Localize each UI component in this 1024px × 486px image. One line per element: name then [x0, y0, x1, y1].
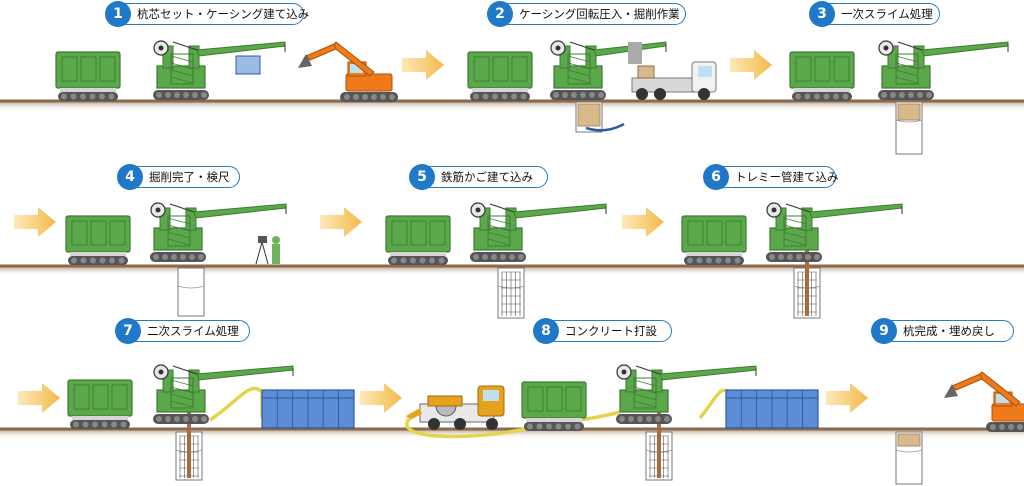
step-number-7: 7	[115, 318, 141, 344]
generator-icon	[55, 51, 121, 101]
step-text-2: ケーシング回転圧入・掘削作業	[519, 7, 680, 21]
truck-icon	[628, 42, 717, 100]
ground-fill-3	[0, 429, 1024, 439]
surveyor-icon	[255, 236, 280, 265]
step-label-5: 5 鉄筋かご建て込み	[409, 164, 548, 190]
flow-arrow-icon	[360, 383, 402, 413]
ground-fill-1	[0, 101, 1024, 111]
step-label-3: 3 一次スライム処理	[809, 1, 940, 27]
casing-icon	[235, 55, 261, 75]
step-number-9: 9	[871, 318, 897, 344]
step-number-3: 3	[809, 1, 835, 27]
step-number-1: 1	[105, 1, 131, 27]
step-label-1: 1 杭芯セット・ケーシング建て込み	[105, 1, 309, 27]
step-text-7: 二次スライム処理	[147, 324, 239, 338]
flow-arrow-icon	[402, 50, 444, 80]
underground-layer	[175, 101, 923, 485]
step-label-4: 4 掘削完了・検尺	[117, 164, 240, 190]
step-number-4: 4	[117, 164, 143, 190]
casing-icon	[497, 267, 525, 319]
drilling-rig-icon	[616, 364, 757, 424]
step-number-2: 2	[487, 1, 513, 27]
step-number-8: 8	[533, 318, 559, 344]
flow-arrow-icon	[826, 383, 868, 413]
casing-icon	[645, 402, 673, 481]
generator-icon	[385, 215, 451, 265]
casing-icon	[793, 238, 821, 319]
step-text-6: トレミー管建て込み	[735, 170, 839, 184]
drilling-rig-icon	[470, 202, 607, 262]
step-text-5: 鉄筋かご建て込み	[441, 170, 533, 184]
step-label-2: 2 ケーシング回転圧入・掘削作業	[487, 1, 686, 27]
casing-icon	[175, 402, 203, 481]
equipment-layer	[14, 40, 1024, 439]
step-label-7: 7 二次スライム処理	[115, 318, 250, 344]
flow-arrow-icon	[730, 50, 772, 80]
generator-icon	[467, 51, 533, 101]
drilling-rig-icon	[153, 40, 286, 100]
hose-icon	[698, 388, 730, 420]
concrete-pump-icon	[406, 385, 505, 430]
hose-icon	[405, 410, 621, 439]
casing-icon	[575, 101, 603, 133]
drilling-rig-icon	[878, 40, 1009, 100]
step-label-9: 9 杭完成・埋め戻し	[871, 318, 1014, 344]
flow-arrow-icon	[18, 383, 60, 413]
step-number-6: 6	[703, 164, 729, 190]
excavator-icon	[298, 41, 398, 102]
step-text-4: 掘削完了・検尺	[149, 170, 230, 184]
flow-arrow-icon	[320, 207, 362, 237]
slurry-tank-icon	[725, 389, 819, 429]
casing-icon	[895, 431, 923, 485]
hose-icon	[209, 386, 264, 422]
step-label-8: 8 コンクリート打設	[533, 318, 672, 344]
drilling-rig-icon	[766, 202, 903, 262]
drilling-rig-icon	[153, 364, 294, 424]
step-label-6: 6 トレミー管建て込み	[703, 164, 839, 190]
casing-icon	[895, 101, 923, 155]
flow-arrow-icon	[14, 207, 56, 237]
rotation-arrow-icon	[585, 122, 625, 132]
generator-icon	[65, 215, 131, 265]
step-number-5: 5	[409, 164, 435, 190]
step-text-1: 杭芯セット・ケーシング建て込み	[137, 7, 310, 21]
casing-icon	[177, 267, 205, 317]
excavator-icon	[944, 371, 1024, 432]
slurry-tank-icon	[261, 389, 355, 429]
generator-icon	[681, 215, 747, 265]
drilling-rig-icon	[150, 202, 287, 262]
generator-icon	[789, 51, 855, 101]
step-text-9: 杭完成・埋め戻し	[903, 324, 995, 338]
step-text-8: コンクリート打設	[565, 324, 657, 338]
generator-icon	[67, 379, 133, 429]
step-text-3: 一次スライム処理	[841, 7, 933, 21]
flow-arrow-icon	[622, 207, 664, 237]
generator-icon	[521, 381, 587, 431]
